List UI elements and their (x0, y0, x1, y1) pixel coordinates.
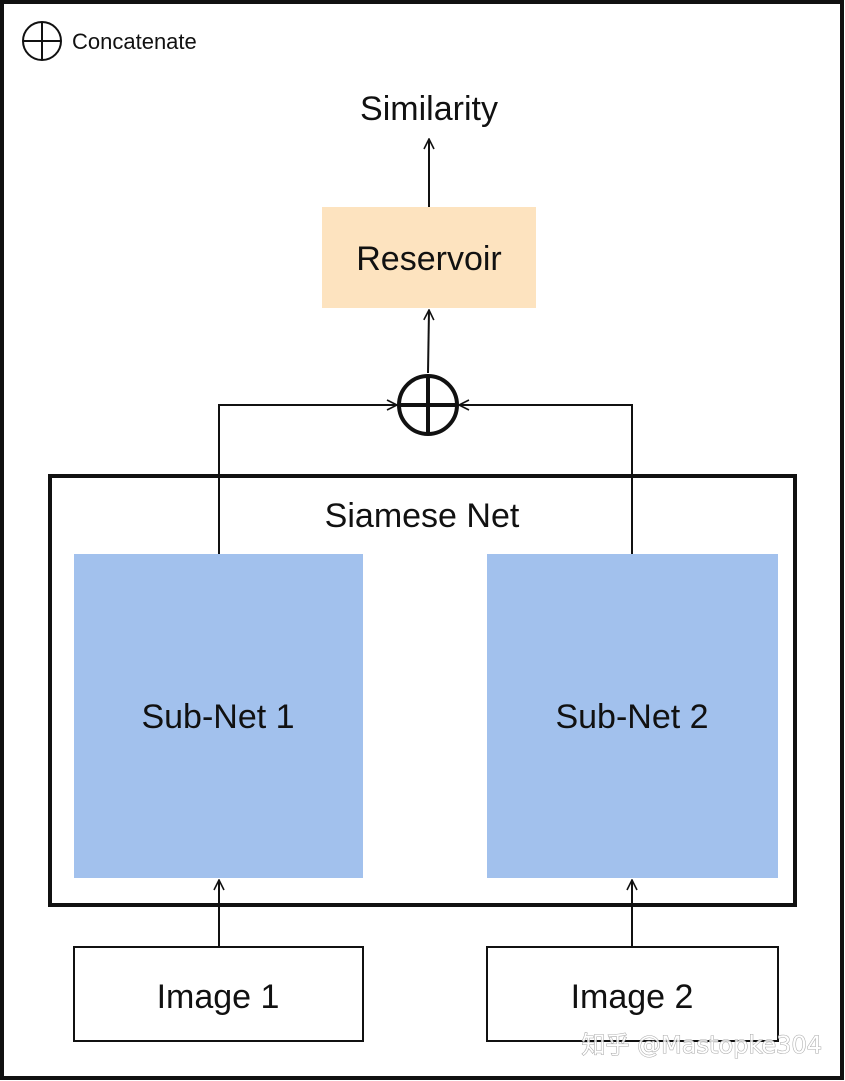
concat-to-reservoir-arrow (428, 310, 429, 374)
circle-plus-icon (22, 21, 62, 61)
siamese-net-container (48, 474, 797, 907)
siamese-net-label: Siamese Net (325, 497, 520, 535)
subnet-2-label: Sub-Net 2 (555, 698, 708, 736)
watermark: 知乎 @Mastopke304 (582, 1031, 823, 1059)
similarity-label: Similarity (360, 90, 498, 128)
legend-label: Concatenate (72, 29, 197, 54)
concatenate-node-icon (397, 374, 459, 436)
image-1-box: Image 1 (73, 946, 364, 1042)
subnet-1-label: Sub-Net 1 (141, 698, 294, 736)
subnet-2-box: Sub-Net 2 (487, 554, 778, 878)
reservoir-label: Reservoir (356, 240, 501, 278)
image-1-label: Image 1 (157, 978, 280, 1016)
reservoir-box: Reservoir (322, 207, 536, 308)
legend: Concatenate (22, 21, 197, 61)
subnet-1-box: Sub-Net 1 (74, 554, 363, 878)
subnet2-to-concat-arrow (459, 405, 633, 554)
subnet1-to-concat-arrow (218, 405, 397, 554)
image-2-label: Image 2 (571, 978, 694, 1016)
image-2-box: Image 2 (486, 946, 779, 1042)
